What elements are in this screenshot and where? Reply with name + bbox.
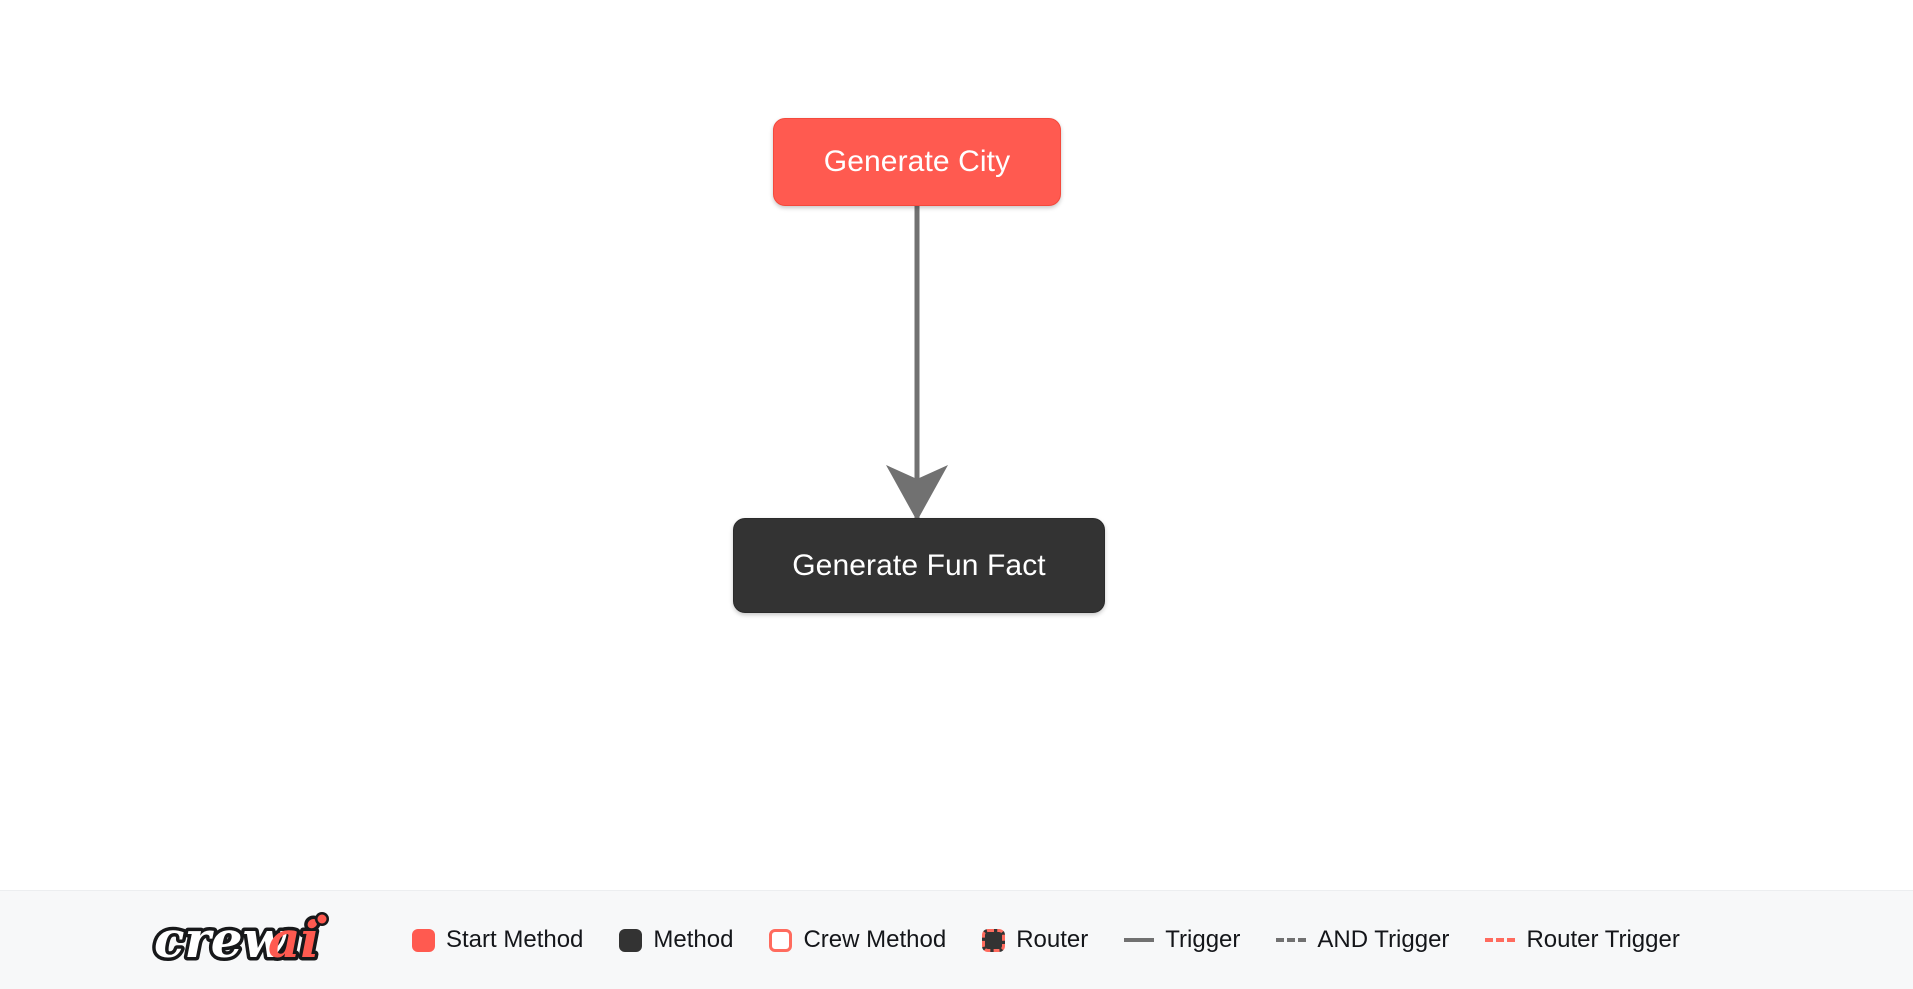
flow-node-generate-fun-fact[interactable]: Generate Fun Fact	[733, 518, 1105, 613]
legend-items: Start Method Method Crew Method Router T…	[412, 928, 1680, 952]
legend-label: Router Trigger	[1526, 926, 1680, 953]
logo-text-crew: crew	[154, 910, 288, 969]
crew-method-swatch-icon	[769, 928, 793, 952]
logo-halo-accent: ai	[268, 910, 319, 969]
logo-outline: crew	[154, 910, 288, 969]
legend-label: Method	[653, 926, 734, 953]
legend-item-method: Method	[619, 928, 733, 952]
logo-halo: crew	[154, 910, 288, 969]
logo-text-ai: ai	[268, 910, 319, 969]
and-trigger-line-icon	[1276, 938, 1307, 942]
legend-item-and-trigger: AND Trigger	[1276, 928, 1449, 952]
legend-item-router: Router	[982, 928, 1088, 952]
start-method-swatch-icon	[412, 928, 435, 952]
legend-item-router-trigger: Router Trigger	[1485, 926, 1680, 953]
logo-dot	[317, 914, 327, 924]
flow-node-generate-city[interactable]: Generate City	[773, 118, 1061, 206]
flow-node-label: Generate City	[823, 145, 1011, 178]
logo-outline-accent: ai	[268, 910, 319, 969]
flow-canvas[interactable]: Generate City Generate Fun Fact	[0, 0, 1913, 890]
arrowhead-icon	[886, 465, 948, 521]
legend-item-crew-method: Crew Method	[769, 928, 946, 952]
router-swatch-icon	[982, 928, 1006, 952]
legend-label: Start Method	[446, 926, 584, 953]
crewai-logo: .lg-script { font-family: "DejaVu Serif"…	[150, 907, 329, 973]
router-trigger-line-icon	[1485, 938, 1516, 942]
legend-label: AND Trigger	[1317, 926, 1450, 953]
method-swatch-icon	[619, 928, 643, 952]
legend-bar: .lg-script { font-family: "DejaVu Serif"…	[0, 890, 1913, 989]
legend-label: Trigger	[1165, 926, 1241, 953]
legend-item-start-method: Start Method	[412, 928, 583, 952]
legend-label: Router	[1016, 926, 1089, 953]
legend-label: Crew Method	[803, 926, 947, 953]
trigger-line-icon	[1124, 938, 1155, 942]
flow-node-label: Generate Fun Fact	[792, 548, 1046, 582]
edge-generate-city-to-generate-fun-fact	[886, 206, 948, 521]
legend-item-trigger: Trigger	[1124, 928, 1240, 952]
